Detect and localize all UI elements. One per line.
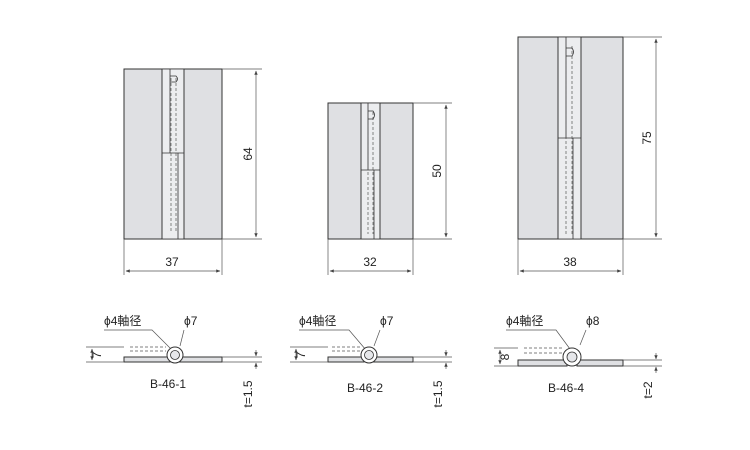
pin-circle [170,350,180,360]
knuckle-split-lines [360,103,381,239]
left-leaf [517,359,568,367]
leader-knuckle [373,329,381,347]
knuckle-split-lines [557,37,582,239]
knuckle-diameter-note: ϕ7 [380,314,394,328]
extension-lines [623,36,662,240]
hidden-pin-lines [367,112,374,234]
width-dim: 37 [165,255,179,269]
leaf-edge-lines [169,69,179,239]
thickness-dim: t=2 [641,381,655,398]
width-ext-lines [327,239,414,275]
side-ext-lines [494,347,518,367]
side-view-b46-1: ϕ4軸径 ϕ7 7 t=1.5 B-46-1 [86,314,262,408]
axis-diameter-note: ϕ4軸径 [506,314,543,328]
height-dim: 64 [241,147,255,161]
width-ext-lines [517,239,624,275]
leader-axis [506,329,571,350]
extension-lines [222,68,262,240]
thickness-dim: t=1.5 [431,380,445,407]
left-leaf [327,356,365,363]
side-view-b46-2: ϕ4軸径 ϕ7 7 t=1.5 B-46-2 [290,314,452,408]
thickness-ext-lines [222,356,262,363]
model-label: B-46-2 [347,381,383,395]
hidden-pin-lines [170,78,177,232]
side-height-dim: 8 [498,353,512,360]
height-dim: 50 [430,164,444,178]
hidden-lines [332,346,360,352]
front-view-b46-4: 75 38 [517,36,662,275]
thickness-ext-lines [623,359,662,367]
leader-axis [104,329,173,351]
thickness-dim: t=1.5 [241,380,255,407]
front-view-b46-2: 50 32 [327,102,452,275]
extension-lines [413,102,452,240]
thickness-ext-lines [413,356,452,363]
height-dim: 75 [640,131,654,145]
leader-knuckle [179,329,185,347]
leader-knuckle [579,329,587,346]
knuckle-split-lines [161,69,185,239]
side-ext-lines [290,346,328,363]
side-view-b46-4: ϕ4軸径 ϕ8 8 t=2 B-46-4 [494,314,662,399]
leader-axis [299,329,367,351]
axis-diameter-note: ϕ4軸径 [299,314,336,328]
pin-head [170,75,178,83]
knuckle-diameter-note: ϕ7 [184,314,198,328]
side-ext-lines [86,346,124,363]
model-label: B-46-1 [150,377,186,391]
side-height-dim: 7 [294,351,308,358]
right-leaf [576,359,624,367]
side-height-dim: 7 [90,351,104,358]
axis-diameter-note: ϕ4軸径 [104,314,141,328]
model-label: B-46-4 [548,381,584,395]
width-ext-lines [123,239,223,275]
pin-head [566,47,574,57]
right-leaf [371,356,414,363]
knuckle-band [360,102,381,240]
pin-head [368,110,375,120]
width-dim: 38 [563,255,577,269]
pin-circle [566,351,578,363]
hidden-lines [130,346,166,352]
right-leaf [177,356,223,363]
knuckle-band [161,68,185,240]
hidden-pin-lines [565,46,573,234]
left-leaf [123,356,171,363]
hidden-lines [524,347,562,354]
width-dim: 32 [363,255,377,269]
knuckle-diameter-note: ϕ8 [586,314,600,328]
front-view-b46-1: 64 37 [123,68,262,275]
pin-circle [364,350,374,360]
